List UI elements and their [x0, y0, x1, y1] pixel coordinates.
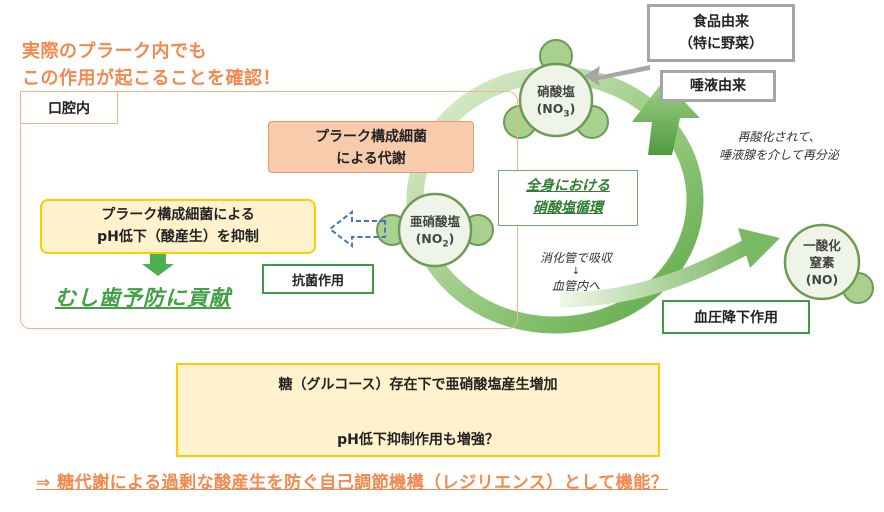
- resecretion-line-2: 唾液腺を介して再分泌: [719, 148, 839, 162]
- plaque-metabolism-line-2: による代謝: [336, 151, 406, 167]
- ph-box-line-1: プラーク構成細菌による: [101, 207, 255, 223]
- food-source-line-2: （特に野菜）: [679, 36, 763, 52]
- saliva-source-label: 唾液由来: [690, 78, 746, 94]
- oral-cavity-label: 口腔内: [20, 91, 118, 124]
- absorption-note: 消化管で吸収 ↓ 血管内へ: [524, 251, 628, 293]
- systemic-cycle-label: 全身における 硝酸塩循環: [498, 170, 638, 226]
- food-source-box: 食品由来 （特に野菜）: [647, 4, 795, 62]
- no-molecule: [783, 223, 874, 304]
- glucose-line-2: pH低下抑制作用も増強？: [337, 432, 499, 448]
- resecretion-note: 再酸化されて、 唾液腺を介して再分泌: [694, 128, 864, 164]
- nitrate-name: 硝酸塩: [537, 84, 575, 99]
- nitrate-label: 硝酸塩 (NO3): [521, 83, 591, 124]
- antibacterial-label: 抗菌作用: [291, 273, 344, 289]
- glucose-line-1: 糖（グルコース）存在下で亜硝酸塩産生増加: [278, 377, 558, 393]
- no-line-1: 一酸化: [803, 238, 841, 253]
- caries-prevention-text: むし歯予防に貢献: [55, 286, 231, 310]
- dashed-left-arrow: [328, 209, 386, 249]
- antibacterial-box: 抗菌作用: [262, 264, 374, 294]
- resecretion-arrow: [632, 80, 700, 155]
- cycle-label-line-2: 硝酸塩循環: [533, 200, 603, 216]
- ph-box-line-2: pH低下（酸産生）を抑制: [97, 229, 259, 245]
- bp-lowering-box: 血圧降下作用: [662, 300, 810, 334]
- no-formula: (NO): [805, 272, 839, 287]
- headline-line-2: この作用が起こることを確認！: [22, 68, 281, 89]
- nitrate-molecule: [503, 39, 609, 139]
- plaque-metabolism-box: プラーク構成細菌 による代謝: [268, 121, 474, 173]
- plaque-metabolism-line-1: プラーク構成細菌: [315, 129, 427, 145]
- resecretion-line-1: 再酸化されて、: [737, 130, 821, 144]
- headline: 実際のプラーク内でも この作用が起こることを確認！: [22, 38, 281, 92]
- nitrite-molecule: [376, 192, 494, 268]
- glucose-hypothesis-box: 糖（グルコース）存在下で亜硝酸塩産生増加 pH低下抑制作用も増強？: [176, 363, 660, 457]
- no-conversion-arrow: [559, 228, 780, 308]
- absorption-line-1: 消化管で吸収: [539, 251, 612, 265]
- cycle-label-line-1: 全身における: [526, 178, 610, 194]
- nitrite-name: 亜硝酸塩: [409, 214, 460, 229]
- nitrite-formula: (NO2): [415, 231, 455, 250]
- food-arrow: [584, 65, 650, 86]
- ph-down-arrow: [142, 254, 174, 276]
- nitric-oxide-label: 一酸化 窒素 (NO): [787, 237, 857, 288]
- no-line-2: 窒素: [809, 255, 835, 270]
- ph-suppression-box: プラーク構成細菌による pH低下（酸産生）を抑制: [40, 199, 316, 254]
- absorption-arrow: ↓: [571, 266, 581, 277]
- food-source-line-1: 食品由来: [693, 14, 749, 30]
- absorption-line-2: 血管内へ: [551, 279, 600, 293]
- saliva-source-box: 唾液由来: [660, 70, 776, 102]
- nitrite-label: 亜硝酸塩 (NO2): [398, 213, 472, 254]
- nitrate-formula: (NO3): [536, 101, 576, 120]
- headline-line-1: 実際のプラーク内でも: [22, 41, 207, 62]
- conclusion-text: ⇒ 糖代謝による過剰な酸産生を防ぐ自己調節機構（レジリエンス）として機能？: [36, 473, 669, 493]
- bp-lowering-label: 血圧降下作用: [694, 310, 778, 326]
